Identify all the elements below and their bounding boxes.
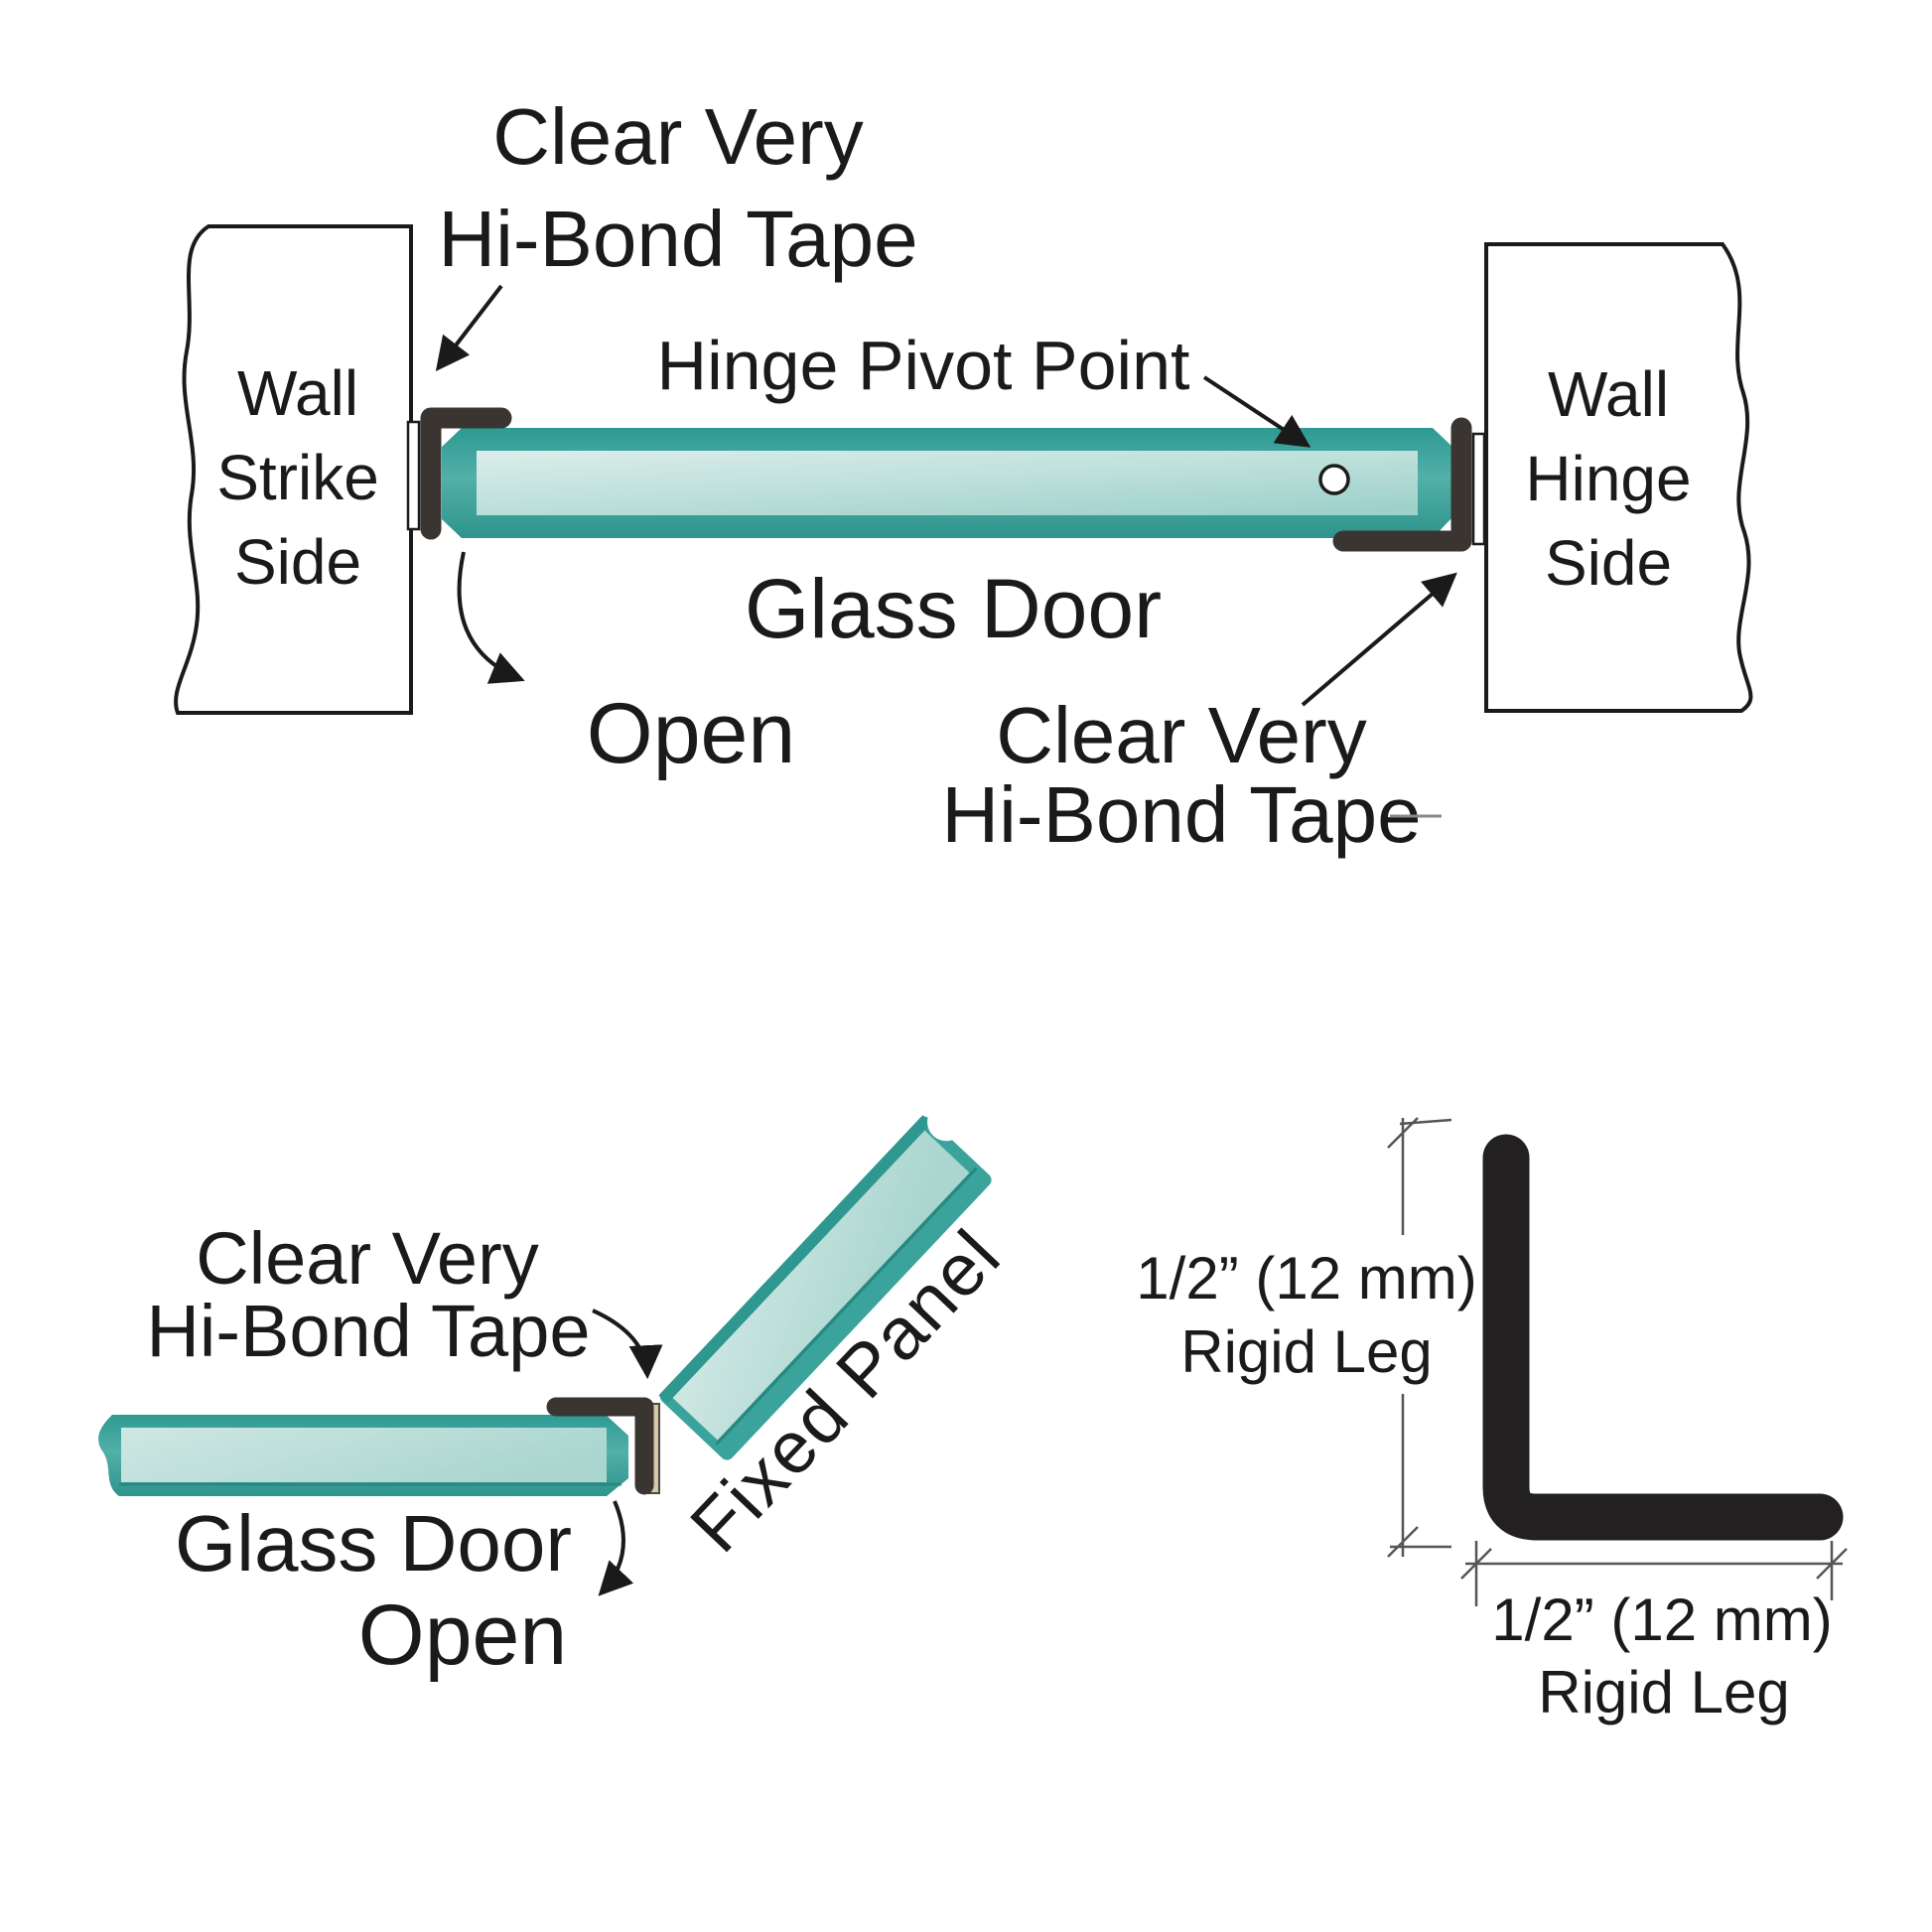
open-label-top: Open xyxy=(587,686,795,781)
glass-door-inner xyxy=(477,451,1418,515)
v-dim-text-line2: Rigid Leg xyxy=(1180,1318,1433,1385)
glass-door-bar xyxy=(442,428,1452,538)
v-dim-tick-bottom xyxy=(1387,1526,1419,1558)
right-wall-label-line1: Wall xyxy=(1548,358,1669,430)
hinge-bracket-left xyxy=(420,407,512,540)
tape-label-left-line2: Hi-Bond Tape xyxy=(438,195,917,283)
bl-tape-label-line2: Hi-Bond Tape xyxy=(146,1290,590,1372)
left-wall-label-line3: Side xyxy=(234,526,361,598)
right-wall-label-line2: Hinge xyxy=(1525,443,1691,514)
hi-bond-tape-right xyxy=(1471,432,1486,546)
right-wall-label-line3: Side xyxy=(1545,527,1672,599)
l-profile-shape xyxy=(1482,1134,1844,1541)
open-label-bottom: Open xyxy=(358,1587,567,1683)
glass-door-bar-bottom xyxy=(98,1415,629,1496)
hinge-pivot-label: Hinge Pivot Point xyxy=(657,327,1190,404)
bl-open-arc-arrow xyxy=(598,1500,634,1596)
glass-door-inner-bottom xyxy=(121,1428,607,1482)
vertical-dimension xyxy=(1387,1117,1452,1558)
tape-right-leader-arrow xyxy=(1301,572,1457,707)
wall-hinge-side-shape xyxy=(1484,242,1753,713)
glass-door-label-top: Glass Door xyxy=(745,562,1162,655)
left-wall-label-line2: Strike xyxy=(216,442,379,513)
tape-label-right-line1: Clear Very xyxy=(996,691,1366,779)
fixed-panel-break-notch xyxy=(927,1103,966,1142)
h-dim-tick-right xyxy=(1816,1548,1848,1580)
hinge-bracket-right xyxy=(1332,417,1472,552)
bl-tape-label-line1: Clear Very xyxy=(196,1217,538,1300)
fixed-panel-edge-line xyxy=(715,1167,978,1446)
h-dim-tick-left xyxy=(1460,1548,1492,1580)
h-dim-text-line2: Rigid Leg xyxy=(1538,1659,1790,1725)
v-dim-text-line1: 1/2” (12 mm) xyxy=(1136,1245,1476,1311)
hinge-pivot-hole xyxy=(1318,464,1350,495)
hinge-bracket-junction xyxy=(546,1397,654,1495)
wall-strike-side-shape xyxy=(174,224,413,715)
fixed-panel-inner xyxy=(672,1130,970,1441)
bottom-left-diagram: Clear Very Hi-Bond Tape Glass Door Open … xyxy=(98,1103,1017,1683)
open-arc-arrow-top xyxy=(457,551,525,684)
hi-bond-tape-left xyxy=(406,420,421,531)
fixed-panel xyxy=(658,1103,992,1460)
horizontal-dimension xyxy=(1460,1541,1848,1606)
glass-door-label-bottom: Glass Door xyxy=(175,1499,572,1587)
tape-left-leader-arrow xyxy=(435,284,503,372)
bottom-right-diagram: 1/2” (12 mm) Rigid Leg 1/2” (12 mm) Rigi… xyxy=(1136,1117,1848,1725)
h-dim-text-line1: 1/2” (12 mm) xyxy=(1491,1587,1832,1653)
fixed-panel-top-band xyxy=(658,1115,932,1404)
hinge-pivot-leader-arrow xyxy=(1202,375,1311,448)
tape-label-left-line1: Clear Very xyxy=(492,92,863,181)
left-wall-label-line1: Wall xyxy=(237,357,358,429)
bl-tape-leader-arrow xyxy=(592,1309,663,1380)
v-dim-ext-top xyxy=(1399,1118,1452,1126)
top-diagram: Wall Strike Side Wall Hinge Side Clear V… xyxy=(174,92,1753,859)
tape-label-right-line2: Hi-Bond Tape xyxy=(941,770,1421,859)
